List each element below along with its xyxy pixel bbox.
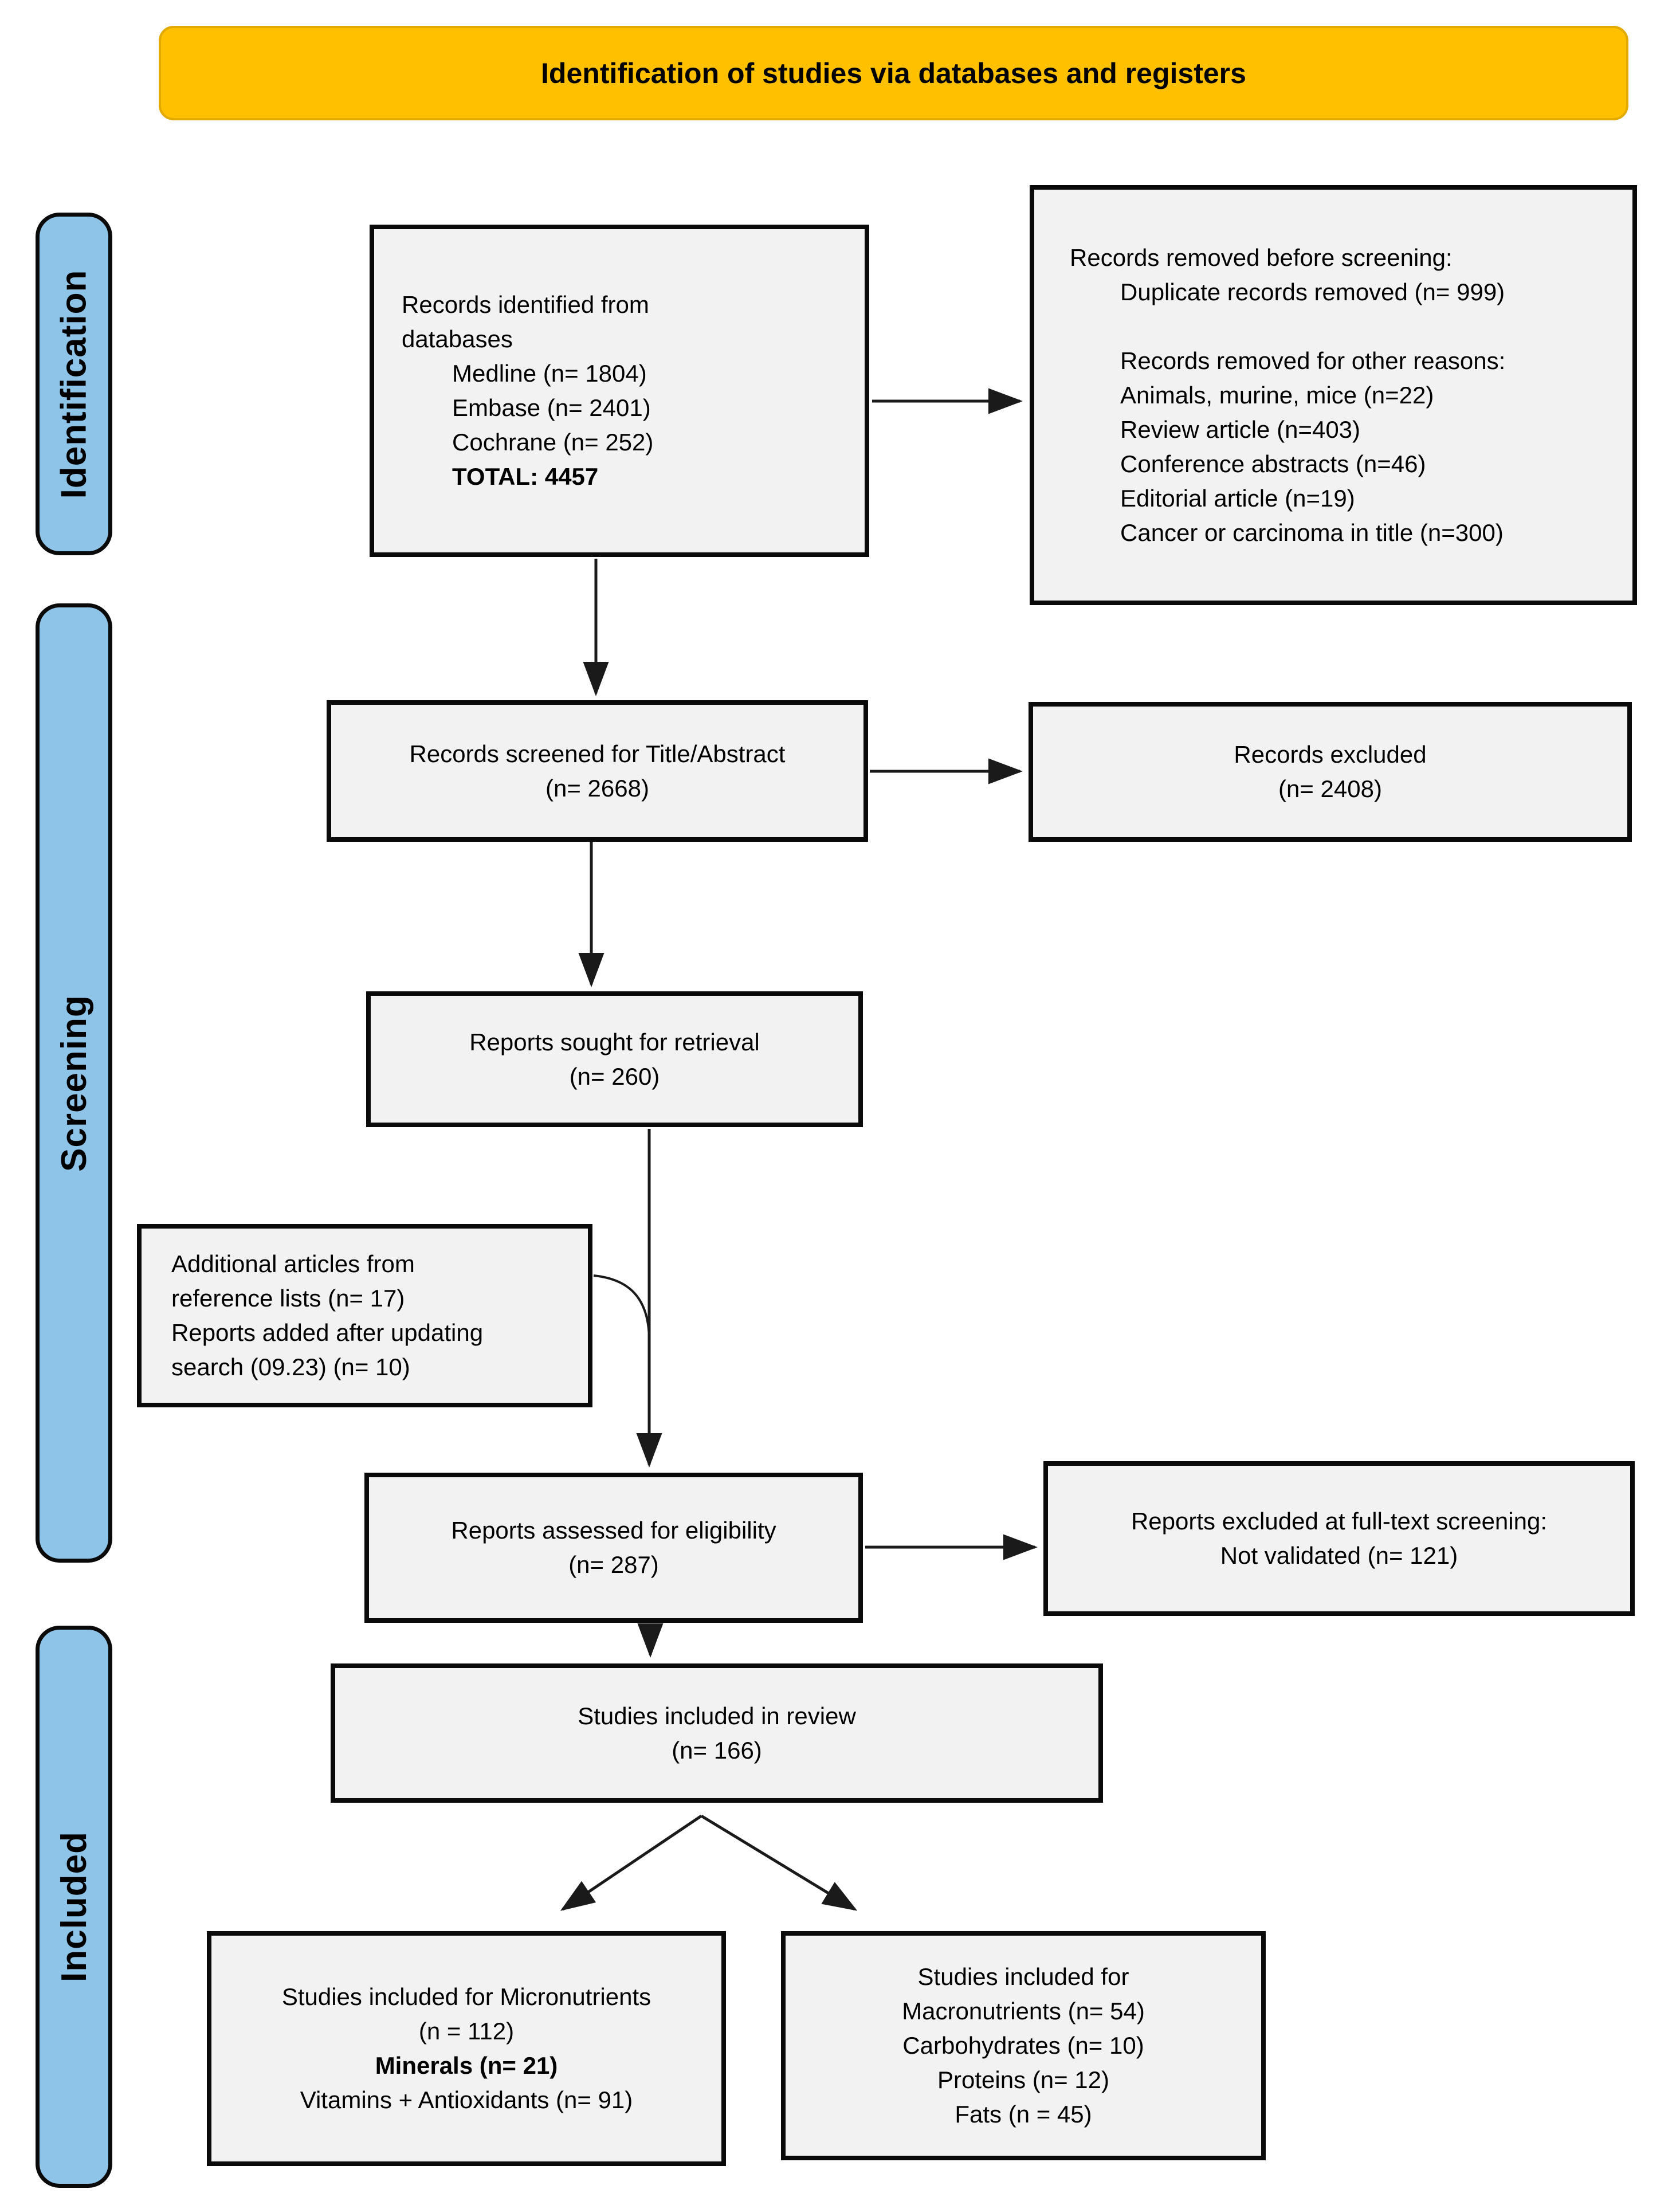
box-text-line: TOTAL: 4457 (452, 463, 599, 490)
additional-articles-text: Additional articles from reference lists … (142, 1247, 588, 1384)
banner-title: Identification of studies via databases … (541, 57, 1246, 89)
box-text-line: Reports assessed for eligibility (451, 1517, 776, 1544)
studies-included-text: Studies included in review (n= 166) (335, 1699, 1098, 1768)
box-text-line: Studies included in review (578, 1702, 856, 1729)
box-text-line: Cancer or carcinoma in title (n=300) (1120, 519, 1504, 546)
box-text-line: (n= 2408) (1278, 775, 1382, 802)
box-text-line: (n= 166) (672, 1736, 762, 1764)
reports-assessed-box: Reports assessed for eligibility (n= 287) (364, 1473, 863, 1623)
connector-additional-to-flow (593, 1274, 650, 1341)
box-text-line: Duplicate records removed (n= 999) (1120, 278, 1505, 305)
box-text-line: Macronutrients (n= 54) (902, 1998, 1145, 2024)
records-screened-text: Records screened for Title/Abstract (n= 2… (331, 737, 863, 806)
reports-sought-box: Reports sought for retrieval (n= 260) (366, 991, 863, 1127)
box-text-line: Records identified from (402, 291, 649, 318)
box-text-line: Editorial article (n=19) (1120, 484, 1355, 512)
box-text-line: Fats (n = 45) (955, 2101, 1092, 2128)
box-text-line: search (09.23) (n= 10) (171, 1353, 410, 1380)
box-text-line: Records removed for other reasons: (1120, 347, 1506, 374)
records-removed-box: Records removed before screening: Duplica… (1030, 185, 1637, 605)
box-text-line: (n= 287) (568, 1551, 659, 1578)
box-text-line: Records removed before screening: (1070, 244, 1453, 271)
stage-included: Included (36, 1626, 112, 2188)
stage-screening-label: Screening (54, 994, 94, 1172)
box-text-line: Records excluded (1234, 741, 1427, 768)
additional-articles-box: Additional articles from reference lists … (137, 1224, 592, 1407)
box-text-line: Conference abstracts (n=46) (1120, 450, 1426, 477)
box-text-line: Carbohydrates (n= 10) (902, 2032, 1144, 2059)
box-text-line: (n = 112) (418, 2018, 515, 2045)
records-screened-box: Records screened for Title/Abstract (n= 2… (327, 700, 868, 842)
box-text-line: Records screened for Title/Abstract (409, 740, 786, 767)
micronutrients-text: Studies included for Micronutrients (n = … (211, 1980, 721, 2117)
arrow-studies-to-micronutrients (560, 1814, 702, 1911)
studies-included-box: Studies included in review (n= 166) (331, 1663, 1103, 1803)
box-text-line: Medline (n= 1804) (452, 360, 647, 387)
box-text-line: (n= 2668) (545, 774, 649, 802)
box-text-line: Embase (n= 2401) (452, 394, 651, 421)
stage-identification-label: Identification (54, 269, 94, 499)
reports-assessed-text: Reports assessed for eligibility (n= 287) (369, 1513, 858, 1582)
records-excluded-text: Records excluded (n= 2408) (1033, 737, 1627, 806)
records-removed-text: Records removed before screening: Duplica… (1034, 241, 1632, 550)
box-text-line: reference lists (n= 17) (171, 1285, 405, 1312)
records-excluded-box: Records excluded (n= 2408) (1029, 702, 1632, 842)
box-text-line: Studies included for (917, 1963, 1129, 1990)
box-text-line: Minerals (n= 21) (375, 2052, 558, 2079)
box-text-line (1070, 309, 1632, 344)
micronutrients-box: Studies included for Micronutrients (n = … (207, 1931, 726, 2166)
box-text-line: Review article (n=403) (1120, 415, 1361, 443)
reports-excluded-fulltext-box: Reports excluded at full-text screening:… (1043, 1461, 1635, 1616)
stage-included-label: Included (54, 1831, 94, 1982)
stage-screening: Screening (36, 603, 112, 1563)
reports-excluded-fulltext-text: Reports excluded at full-text screening:… (1048, 1504, 1630, 1573)
banner: Identification of studies via databases … (159, 26, 1628, 120)
box-text-line: Animals, murine, mice (n=22) (1120, 381, 1434, 409)
box-text-line: Not validated (n= 121) (1220, 1542, 1458, 1569)
box-text-line: Cochrane (n= 252) (452, 429, 654, 456)
stage-identification: Identification (36, 213, 112, 555)
box-text-line: Additional articles from (171, 1250, 415, 1277)
box-text-line: Vitamins + Antioxidants (n= 91) (300, 2086, 633, 2113)
box-text-line: (n= 260) (569, 1062, 660, 1090)
box-text-line: Reports excluded at full-text screening: (1131, 1508, 1548, 1535)
reports-sought-text: Reports sought for retrieval (n= 260) (371, 1025, 858, 1094)
box-text-line: Proteins (n= 12) (937, 2066, 1109, 2093)
box-text-line: Reports added after updating (171, 1319, 484, 1346)
box-text-line: Reports sought for retrieval (469, 1028, 760, 1056)
arrow-studies-to-macronutrients (700, 1814, 858, 1911)
box-text-line: Studies included for Micronutrients (281, 1983, 651, 2010)
box-text-line: databases (402, 325, 513, 352)
